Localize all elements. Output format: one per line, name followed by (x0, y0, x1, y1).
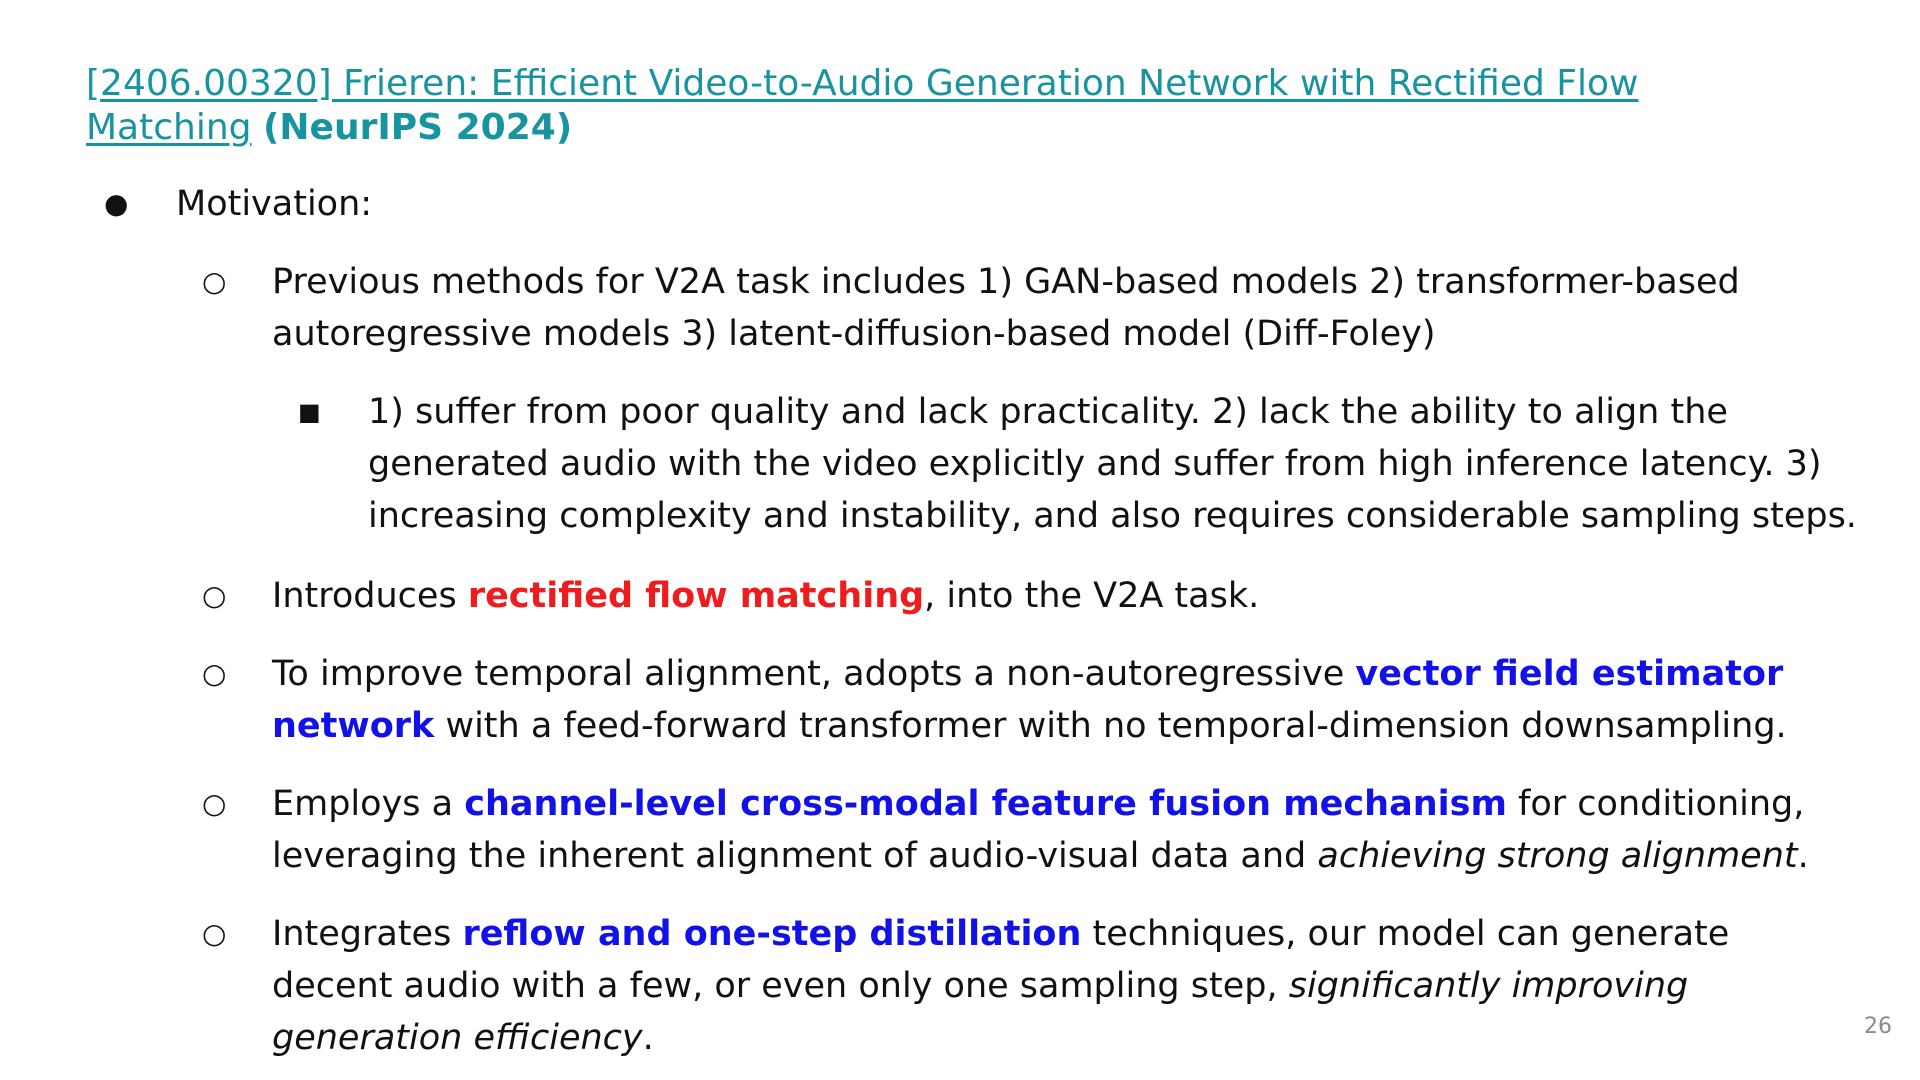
point-5-bullet-icon: ○ (202, 917, 227, 950)
point-3-text: To improve temporal alignment, adopts a … (272, 648, 1832, 752)
point-2-bullet-icon: ○ (202, 579, 227, 612)
point-5-text: Integrates reflow and one-step distillat… (272, 908, 1832, 1064)
point-4-bullet-icon: ○ (202, 787, 227, 820)
subpoint-bullet-icon: ■ (298, 398, 321, 426)
subpoint-text: 1) suffer from poor quality and lack pra… (368, 392, 1857, 536)
point-2-text: Introduces rectified flow matching, into… (272, 570, 1832, 622)
point-4-before: Employs a (272, 784, 465, 824)
page-number: 26 (1864, 1014, 1892, 1039)
point-2-after: , into the V2A task. (924, 576, 1260, 616)
motivation-bullet-icon: ● (104, 187, 129, 220)
point-4-text: Employs a channel-level cross-modal feat… (272, 778, 1832, 882)
point-5-end: . (642, 1018, 654, 1058)
point-4-after: for conditioning, leveraging the inheren… (272, 784, 1805, 876)
point-5-before: Integrates (272, 914, 463, 954)
point-1-text: Previous methods for V2A task includes 1… (272, 262, 1740, 354)
point-4-italic: achieving strong alignment (1317, 836, 1798, 876)
paper-title: [2406.00320] Frieren: Efficient Video-to… (86, 62, 1726, 150)
point-5-italic: significantly improving generation effic… (272, 966, 1689, 1058)
point-3-after: with a feed-forward transformer with no … (434, 706, 1787, 746)
point-5-highlight: reflow and one-step distillation (462, 914, 1082, 954)
point-3-before: To improve temporal alignment, adopts a … (272, 654, 1356, 694)
point-4-highlight: channel-level cross-modal feature fusion… (464, 784, 1507, 824)
motivation-heading: Motivation: (176, 184, 373, 224)
point-3-bullet-icon: ○ (202, 657, 227, 690)
point-4-end: . (1797, 836, 1809, 876)
point-2-before: Introduces (272, 576, 468, 616)
point-3-highlight: vector field estimator network (272, 654, 1784, 746)
point-5-after: techniques, our model can generate decen… (272, 914, 1730, 1006)
point-1-bullet-icon: ○ (202, 265, 227, 298)
venue-label: (NeurIPS 2024) (262, 107, 573, 148)
point-2-highlight: rectified flow matching (467, 576, 925, 616)
paper-link[interactable]: [2406.00320] Frieren: Efficient Video-to… (86, 63, 1639, 148)
